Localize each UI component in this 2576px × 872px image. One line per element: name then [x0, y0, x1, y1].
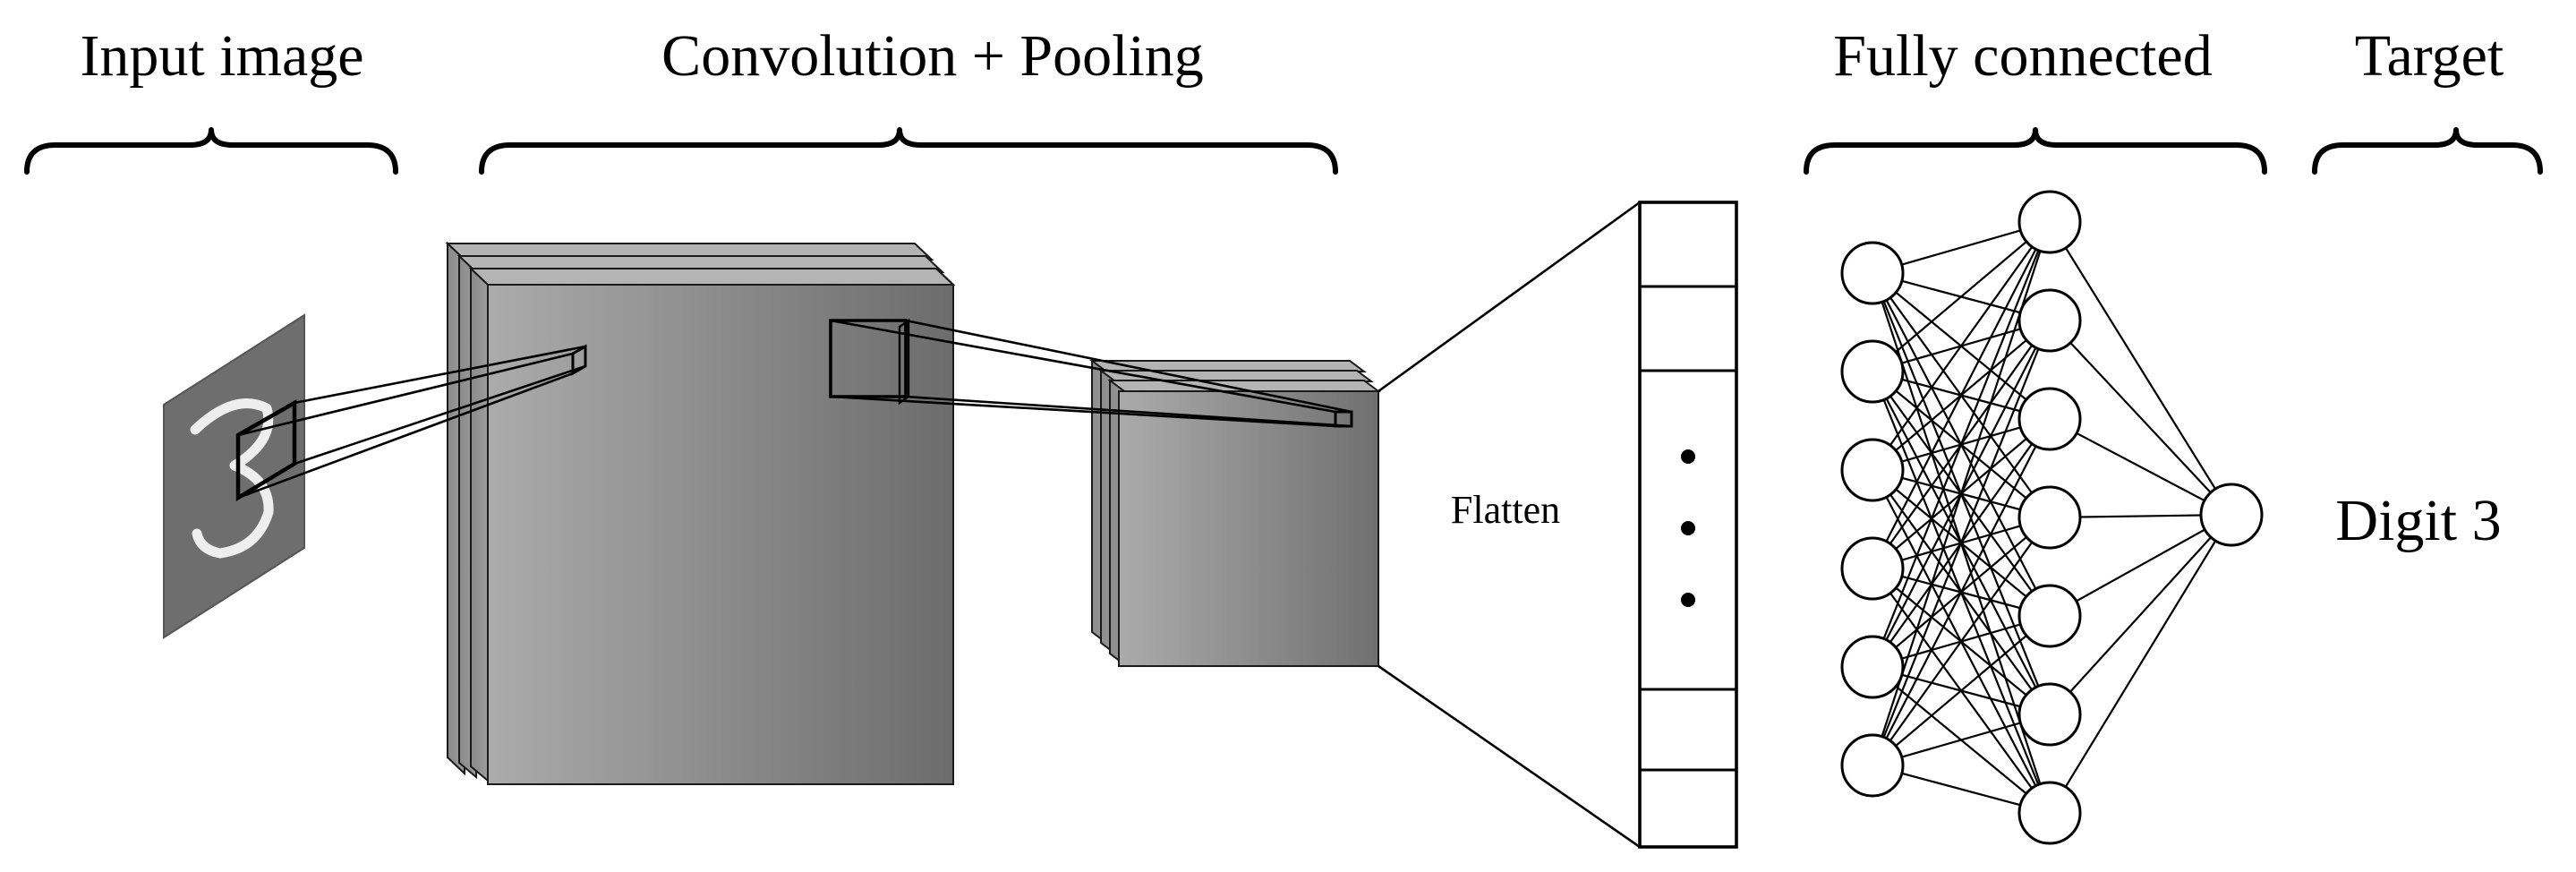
flattened-vector	[1638, 201, 1738, 849]
convolution-feature-maps	[445, 241, 956, 785]
target-title: Target	[2355, 23, 2503, 89]
fc-connection	[1872, 418, 2051, 766]
input-image-title: Input image	[80, 23, 363, 89]
fc-connection	[2049, 418, 2232, 516]
target-output-label: Digit 3	[2335, 488, 2501, 553]
input-layer-neuron	[1840, 635, 1905, 699]
fully-connected-brace	[1804, 127, 2267, 175]
input-image-brace	[24, 127, 398, 175]
fc-nodes	[1840, 190, 2264, 845]
input-layer-neuron	[1840, 241, 1905, 305]
flatten-label: Flatten	[1451, 488, 1560, 532]
flatten-projection	[1378, 201, 1641, 849]
input-receptive-field	[235, 344, 587, 501]
hidden-layer-neuron	[2017, 682, 2082, 747]
fc-connection	[1872, 221, 2051, 471]
hidden-layer-neuron	[2017, 584, 2082, 648]
hidden-layer-neuron	[2017, 781, 2082, 845]
output-neuron	[2199, 483, 2264, 547]
pooled-feature-maps	[1089, 359, 1381, 667]
fc-connection	[2049, 320, 2232, 516]
pooling-window	[829, 318, 1353, 428]
fc-connection	[2049, 514, 2232, 814]
input-layer-neuron	[1840, 733, 1905, 798]
hidden-layer-neuron	[2017, 485, 2082, 550]
fc-connection	[1872, 615, 2051, 766]
fc-connection	[1872, 221, 2051, 569]
fully-connected-title: Fully connected	[1833, 23, 2212, 89]
ellipsis-dot	[1681, 593, 1695, 607]
fc-connection	[1871, 320, 2051, 766]
input-layer-neuron	[1840, 536, 1905, 601]
input-layer-neuron	[1840, 438, 1905, 502]
target-brace	[2312, 127, 2543, 175]
conv-pooling-title: Convolution + Pooling	[661, 23, 1204, 89]
fc-connection	[1872, 517, 2051, 766]
fc-connection	[2049, 221, 2232, 516]
input-layer-neuron	[1840, 339, 1905, 404]
conv-pooling-brace	[479, 127, 1338, 175]
ellipsis-dot	[1681, 521, 1695, 535]
hidden-layer-neuron	[2017, 387, 2082, 451]
fc-connection	[2049, 514, 2232, 617]
hidden-layer-neuron	[2017, 288, 2082, 353]
ellipsis-dot	[1681, 449, 1695, 464]
fc-connection	[2049, 514, 2232, 715]
fc-connection	[1871, 221, 2051, 668]
fc-connection	[1872, 221, 2051, 372]
hidden-layer-neuron	[2017, 190, 2082, 254]
input-image	[163, 313, 305, 639]
